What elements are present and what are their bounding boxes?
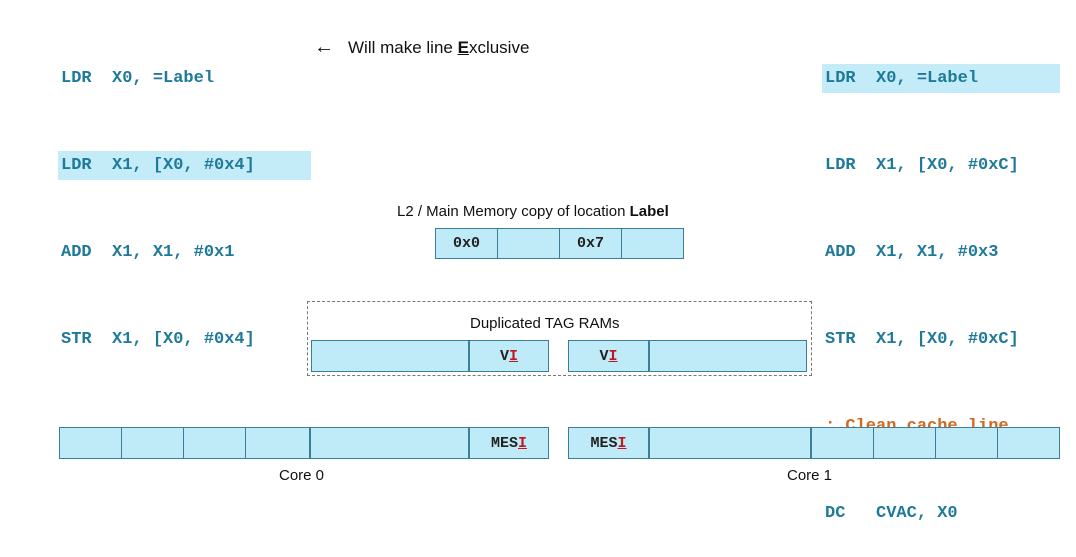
core1-label: Core 1 (787, 467, 833, 484)
core1-cache-tag-cell (649, 427, 811, 459)
note-text-after: xclusive (468, 38, 530, 57)
note-emphasis: E (457, 38, 469, 57)
code-line: LDR X1, [X0, #0xC] (825, 156, 1019, 175)
code-line: ADD X1, X1, #0x3 (825, 243, 999, 262)
code-line-highlighted: LDR X1, [X0, #0x4] (58, 151, 311, 180)
state-prefix: MES (490, 434, 518, 452)
tag-ram-core1-cell (649, 340, 807, 372)
core1-code-block: LDR X0, =Label LDR X1, [X0, #0xC] ADD X1… (822, 6, 1060, 557)
memory-cell: 0x0 (435, 228, 498, 259)
memory-caption: L2 / Main Memory copy of location Label (397, 203, 669, 220)
state-active: I (509, 347, 519, 365)
state-active: I (608, 347, 618, 365)
code-line: ADD X1, X1, #0x1 (61, 243, 235, 262)
memory-caption-text: L2 / Main Memory copy of location (397, 203, 630, 220)
tag-ram-core0-cell (311, 340, 469, 372)
memory-cell (497, 228, 560, 259)
code-line: DC CVAC, X0 (825, 504, 958, 523)
exclusive-note: ← Will make line Exclusive (314, 36, 529, 59)
duplicated-tag-rams-caption: Duplicated TAG RAMs (470, 315, 620, 332)
core0-label: Core 0 (279, 467, 325, 484)
memory-cell (621, 228, 684, 259)
core0-code-block: LDR X0, =Label LDR X1, [X0, #0x4] ADD X1… (58, 6, 311, 383)
state-prefix: MES (590, 434, 618, 452)
state-active: I (617, 434, 627, 452)
core1-cache-cell (935, 427, 998, 459)
memory-cell: 0x7 (559, 228, 622, 259)
core1-cache-cell (997, 427, 1060, 459)
core0-cache-tag-cell (310, 427, 469, 459)
note-text-before: Will make line (348, 38, 458, 57)
memory-caption-label: Label (629, 203, 669, 220)
state-prefix: V (599, 347, 609, 365)
core1-cache-cell (811, 427, 874, 459)
code-line: STR X1, [X0, #0xC] (825, 330, 1019, 349)
code-line: STR X1, [X0, #0x4] (61, 330, 255, 349)
core0-cache-cell (183, 427, 246, 459)
core0-cache-cell (245, 427, 310, 459)
core0-cache-cell (59, 427, 122, 459)
duplicated-tag-rams-box (307, 301, 812, 376)
state-active: I (518, 434, 528, 452)
code-line-highlighted: LDR X0, =Label (822, 64, 1060, 93)
state-prefix: V (499, 347, 509, 365)
code-line: LDR X0, =Label (61, 69, 215, 88)
left-arrow-icon: ← (314, 36, 334, 58)
core0-cache-cell (121, 427, 184, 459)
core1-cache-cell (873, 427, 936, 459)
